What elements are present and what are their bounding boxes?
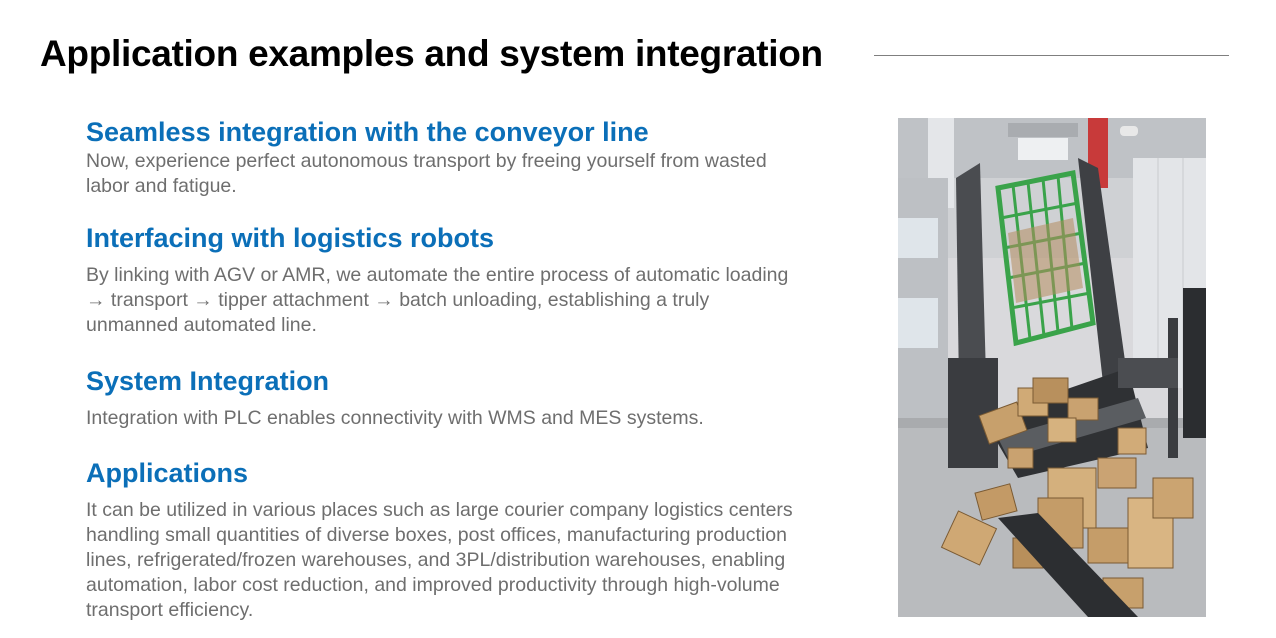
section-conveyor-integration: Seamless integration with the conveyor l… <box>86 115 776 199</box>
section-heading: Applications <box>86 458 249 488</box>
section-body: It can be utilized in various places suc… <box>86 499 793 621</box>
section-heading: Interfacing with logistics robots <box>86 223 495 253</box>
section-body: Integration with PLC enables connectivit… <box>86 407 704 429</box>
title-divider <box>874 55 1229 56</box>
warehouse-photo <box>898 118 1206 617</box>
section-heading: Seamless integration with the conveyor l… <box>86 117 649 147</box>
section-body: By linking with AGV or AMR, we automate … <box>86 264 789 336</box>
section-applications: Applications It can be utilized in vario… <box>86 456 826 623</box>
page-title: Application examples and system integrat… <box>40 33 823 74</box>
section-body: Now, experience perfect autonomous trans… <box>86 150 767 197</box>
section-system-integration: System Integration Integration with PLC … <box>86 364 816 431</box>
section-heading: System Integration <box>86 366 330 396</box>
section-logistics-robots: Interfacing with logistics robots By lin… <box>86 221 791 338</box>
